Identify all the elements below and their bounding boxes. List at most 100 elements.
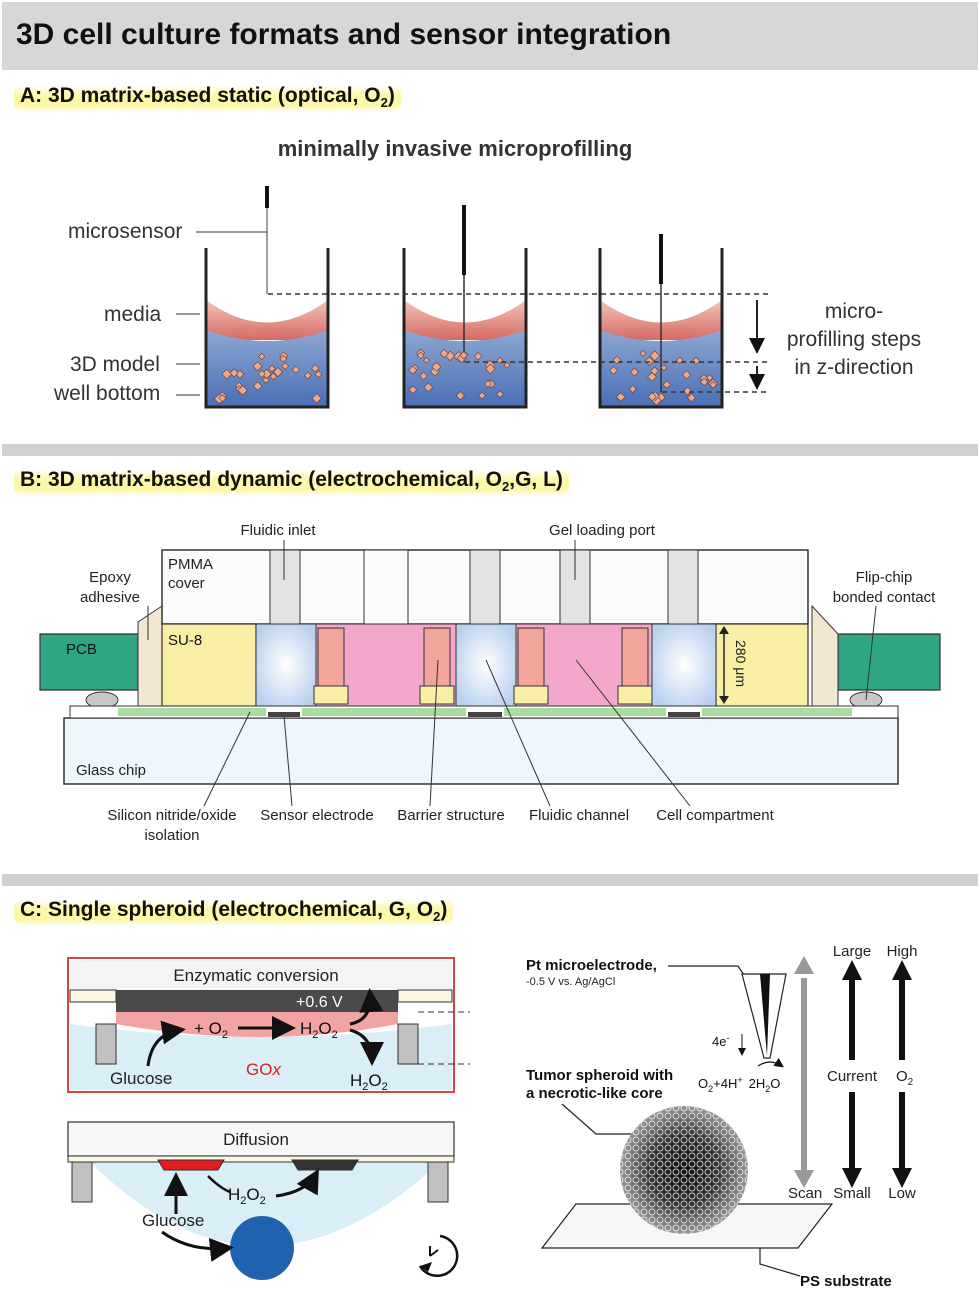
arrow-h2o2 (275, 1168, 319, 1198)
cell-cluster (478, 391, 486, 400)
label-barrier: Barrier structure (397, 807, 505, 824)
cell-cluster (706, 374, 714, 382)
cell-cluster (272, 367, 283, 378)
label-steps-1: micro- (825, 300, 883, 323)
inlet-channel-2 (469, 549, 501, 625)
cell-clusters (213, 348, 719, 406)
section-b-heading-sub: 2 (502, 479, 510, 495)
tumor-label-2: a necrotic-like core (526, 1085, 663, 1102)
section-c-heading-sub: 2 (433, 909, 441, 925)
cell-cluster (269, 372, 278, 381)
separator-ab (2, 444, 978, 456)
leader-microsensor (196, 231, 268, 240)
enzymatic-pillar-right (397, 1023, 419, 1065)
substrate-label: PS substrate (800, 1273, 892, 1290)
cell-cluster (261, 368, 272, 380)
section-b-heading-text: B: 3D matrix-based dynamic (electrochemi… (20, 468, 503, 491)
cell-cluster (291, 365, 301, 374)
label-cell-compartment: Cell compartment (656, 807, 774, 824)
cell-cluster (485, 363, 496, 375)
enzymatic-electrode (116, 990, 398, 1012)
cell-cluster (268, 364, 276, 373)
diffusion-h2o2: H2O2 (228, 1185, 266, 1207)
section-c-heading: C: Single spheroid (electrochemical, G, … (14, 896, 454, 927)
section-a-heading-text: A: 3D matrix-based static (optical, O (20, 84, 381, 107)
cell-cluster (444, 350, 456, 362)
section-a-heading: A: 3D matrix-based static (optical, O2) (14, 82, 401, 113)
cell-cluster (229, 368, 239, 378)
cell-cluster (423, 382, 434, 393)
label-steps-3: in z-direction (794, 356, 913, 379)
section-b-heading-end: ,G, L) (509, 468, 563, 491)
microsensor-probe-2 (462, 205, 466, 275)
cover-segment-1 (363, 549, 409, 625)
label-silicon-2: isolation (144, 827, 199, 844)
cell-cluster (257, 370, 266, 378)
small-label: Small (833, 1185, 871, 1202)
cell-cluster (279, 354, 288, 363)
cell-cluster (639, 349, 647, 357)
su8-right (715, 623, 809, 707)
arrow-glucose (146, 1020, 186, 1067)
section-c-heading-end: ) (440, 898, 448, 921)
cell-cluster (683, 386, 692, 396)
label-280um: 280 μm (733, 640, 749, 687)
label-silicon-1: Silicon nitride/oxide (107, 807, 236, 824)
rotation-icon (418, 1234, 459, 1278)
enzymatic-header (70, 960, 452, 990)
title-bar: 3D cell culture formats and sensor integ… (2, 2, 978, 70)
cell-cluster (612, 355, 622, 365)
cell-cluster (416, 351, 425, 360)
cell-cluster (691, 356, 701, 366)
arrow-to-bulk (349, 1028, 384, 1066)
cell-cluster (455, 391, 465, 401)
pt-electrode-potential: -0.5 V vs. Ag/AgCl (526, 976, 615, 988)
section-a-heading-end: ) (387, 84, 395, 107)
cell-cluster (709, 381, 717, 389)
label-epoxy-2: adhesive (80, 589, 140, 606)
separator-bc (2, 874, 978, 886)
cell-cluster (218, 394, 227, 403)
cell-cluster (647, 392, 657, 402)
cell-cluster (303, 371, 312, 380)
barrier-structures (313, 627, 653, 705)
section-b-heading: B: 3D matrix-based dynamic (electrochemi… (14, 466, 569, 497)
label-3d-model: 3D model (70, 353, 160, 376)
label-pmma-1: PMMA (168, 556, 213, 573)
label-fluidic-inlet: Fluidic inlet (240, 522, 316, 539)
cell-cluster (628, 384, 637, 394)
cell-cluster (644, 356, 654, 366)
cell-cluster (314, 370, 323, 379)
cell-cluster (408, 365, 418, 375)
epoxy-left (137, 605, 163, 707)
label-media: media (104, 303, 162, 326)
enzymatic-gox: GOx (246, 1060, 281, 1079)
cell-cluster (686, 393, 696, 403)
tumor-label-1: Tumor spheroid with (526, 1067, 673, 1084)
leader-lines-b (147, 540, 877, 807)
cell-cluster (408, 385, 418, 395)
large-label: Large (833, 943, 871, 960)
label-flip-1: Flip-chip (856, 569, 913, 586)
well-1 (204, 186, 330, 409)
cell-cluster (609, 366, 618, 375)
label-microsensor: microsensor (68, 220, 182, 243)
arrow-to-spheroid (161, 1230, 234, 1262)
label-steps-2: profilling steps (787, 328, 921, 351)
label-flip-2: bonded contact (833, 589, 936, 606)
arrow-to-electrode (349, 988, 384, 1026)
figure-title: 3D cell culture formats and sensor integ… (16, 18, 672, 51)
enzymatic-h2o2-out: H2O2 (350, 1071, 388, 1093)
spheroid-blob (230, 1216, 294, 1280)
chip-diagram: 280 μm Fluidic inlet Gel loading port PM… (39, 522, 941, 844)
high-label: High (887, 943, 918, 960)
cell-cluster (459, 351, 468, 360)
enzymatic-glucose: Glucose (110, 1069, 172, 1088)
cell-cluster (262, 376, 270, 384)
fluidic-channel-2 (455, 623, 517, 707)
diffusion-panel: Diffusion H2O2 Glucose (67, 1121, 459, 1280)
diffusion-title: Diffusion (223, 1130, 289, 1149)
cell-cluster (439, 348, 449, 359)
cell-cluster (311, 393, 322, 404)
